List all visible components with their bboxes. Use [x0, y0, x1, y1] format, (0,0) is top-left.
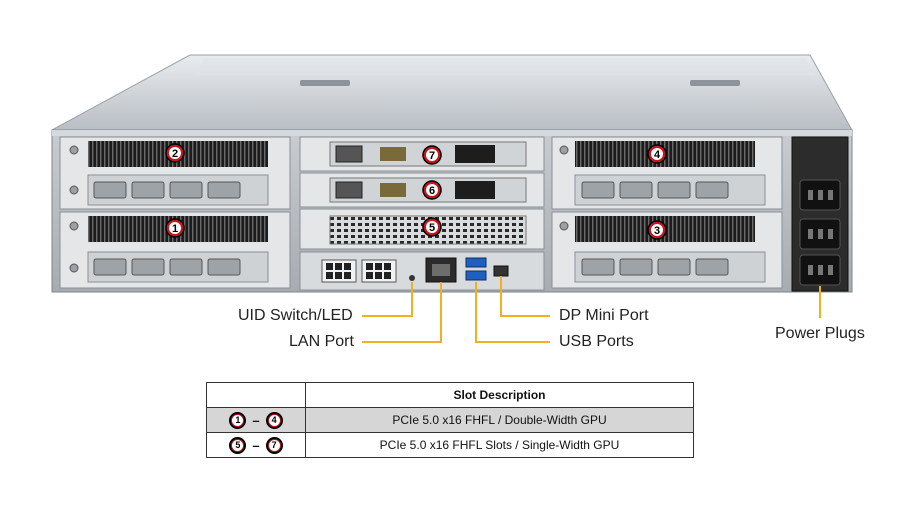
chassis-top [51, 54, 853, 131]
power-supply [791, 136, 849, 292]
table-row: 5–7 PCIe 5.0 x16 FHFL Slots / Single-Wid… [206, 432, 694, 458]
pcie-slot-5 [299, 208, 545, 250]
lan-port-label: LAN Port [289, 333, 354, 350]
table-row: 1–4 PCIe 5.0 x16 FHFL / Double-Width GPU [206, 407, 694, 433]
uid-callout-line [362, 282, 413, 317]
usb-callout-line [475, 282, 550, 343]
table-header-slot-description: Slot Description [305, 382, 694, 408]
slot-badge-label: 4 [654, 149, 661, 161]
dp-callout-line [500, 276, 550, 317]
uid-switch-label: UID Switch/LED [238, 307, 353, 324]
range-dash: – [252, 412, 260, 428]
slot-badge-icon: 1 [229, 411, 247, 429]
slot-range-cell: 5–7 [206, 432, 306, 458]
slot-description-table: Slot Description 1–4 PCIe 5.0 x16 FHFL /… [206, 382, 694, 458]
pcie-slot-7 [299, 136, 545, 172]
slot-badge-label: 6 [429, 185, 435, 197]
slot-badge-2: 2 [165, 143, 185, 163]
slot-badge-7: 7 [422, 145, 442, 165]
slot-badge-3: 3 [647, 220, 667, 240]
gpu-slot-3 [551, 211, 783, 289]
slot-badge-6: 6 [422, 180, 442, 200]
table-header-empty [206, 382, 306, 408]
slot-badge-5: 5 [422, 217, 442, 237]
slot-badge-label: 2 [172, 148, 178, 160]
power-plugs-label: Power Plugs [775, 325, 865, 342]
slot-badge-4: 4 [647, 144, 667, 164]
table-header-row: Slot Description [206, 382, 694, 408]
pcie-slot-6 [299, 172, 545, 208]
callout-lines [362, 276, 821, 343]
slot-badge-label: 7 [429, 150, 435, 162]
slot-badge-1: 1 [165, 218, 185, 238]
slot-badge-icon: 5 [229, 436, 247, 454]
lan-callout-line [362, 282, 442, 343]
slot-badge-label: 1 [172, 223, 178, 235]
io-panel [299, 251, 545, 291]
slot-range-cell: 1–4 [206, 407, 306, 433]
dp-mini-port-label: DP Mini Port [559, 307, 649, 324]
slot-description-cell: PCIe 5.0 x16 FHFL Slots / Single-Width G… [305, 432, 694, 458]
usb-ports-label: USB Ports [559, 333, 634, 350]
slot-badge-icon: 7 [265, 436, 283, 454]
slot-badge-label: 5 [429, 222, 435, 234]
slot-description-cell: PCIe 5.0 x16 FHFL / Double-Width GPU [305, 407, 694, 433]
range-dash: – [252, 437, 260, 453]
slot-badge-label: 3 [654, 225, 660, 237]
gpu-slot-4 [551, 136, 783, 210]
slot-badge-icon: 4 [265, 411, 283, 429]
